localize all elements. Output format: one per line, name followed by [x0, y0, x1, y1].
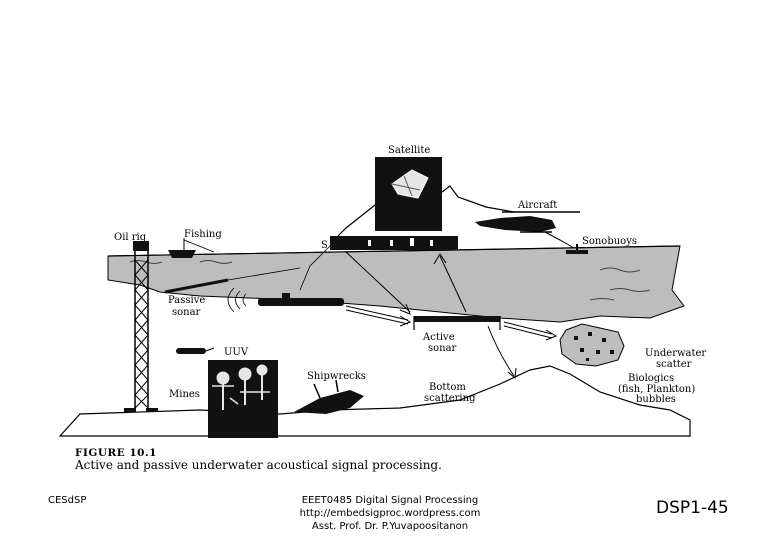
satellite-icon [391, 169, 429, 199]
underwater-scatter-label-line1: Underwater [645, 348, 706, 359]
mines-label: Mines [169, 389, 200, 400]
bottom-scattering-label-line1: Bottom [429, 382, 466, 393]
passive-sonar-label-line1: Passive [168, 295, 205, 306]
arrow-active-to-biologics [503, 321, 558, 341]
biologics-label-line1: Biologics [628, 373, 674, 384]
sonobuoys-label: Sonobuoys [582, 236, 637, 247]
active-sonar-icon [413, 316, 501, 330]
uuv-icon [176, 347, 215, 354]
arrow-sub-to-active [345, 305, 412, 327]
active-sonar-label-line2: sonar [428, 343, 457, 354]
ship-to-submarine-link [299, 245, 331, 291]
footer-center: EEET0485 Digital Signal Processing http:… [260, 494, 520, 533]
active-sonar-label-line1: Active [422, 332, 455, 343]
fishing-label: Fishing [184, 229, 222, 240]
passive-sonar-label-line2: sonar [172, 307, 201, 318]
oil-rig-label: Oil rig [114, 232, 147, 243]
satellite-label: Satellite [388, 145, 430, 156]
uuv-label: UUV [224, 347, 249, 358]
surface-ship [330, 236, 458, 250]
oil-rig-icon [124, 241, 158, 412]
arrow-active-to-bottom [487, 325, 517, 380]
biologics-label-line3: bubbles [636, 394, 676, 405]
submarine-icon [258, 293, 344, 306]
fishing-boat-icon [168, 238, 215, 258]
biologics-particles [574, 332, 614, 361]
ship-superstructure [368, 238, 433, 246]
slide-number: DSP1-45 [656, 498, 729, 518]
mines-icon [212, 364, 270, 410]
aircraft-icon [475, 211, 580, 233]
ocean-body [107, 245, 685, 323]
satellite-to-aircraft-link [441, 185, 515, 213]
aircraft-label: Aircraft [517, 200, 557, 211]
aircraft-to-sonobuoy-link [544, 231, 575, 249]
footer-url: http://embedsigproc.wordpress.com [299, 508, 481, 519]
underwater-scatter-label-line2: scatter [656, 359, 692, 370]
footer-author: Asst. Prof. Dr. P.Yuvapoositanon [311, 521, 469, 532]
biologics-blob [559, 323, 625, 367]
satellite-to-ship-link [335, 204, 376, 239]
sonobuoys-icon [566, 244, 588, 254]
footer-course: EEET0485 Digital Signal Processing [301, 495, 479, 506]
shipwrecks-label: Shipwrecks [307, 371, 366, 382]
ship-label: S [321, 240, 328, 251]
footer-left: CESdSP [48, 495, 87, 506]
arrow-ship-to-active [345, 251, 411, 315]
seabed [58, 365, 691, 437]
arrow-active-to-ship [433, 253, 467, 313]
bottom-scattering-label-line2: scattering [424, 393, 476, 404]
figure-caption: Active and passive underwater acoustical… [74, 458, 442, 472]
biologics-label-line2: (fish, Plankton) [618, 384, 695, 395]
passive-sonar-array [164, 267, 301, 294]
shipwreck-icon [294, 379, 364, 414]
sound-waves [227, 287, 247, 313]
figure-title: FIGURE 10.1 [75, 447, 157, 459]
sea-surface [107, 245, 681, 257]
